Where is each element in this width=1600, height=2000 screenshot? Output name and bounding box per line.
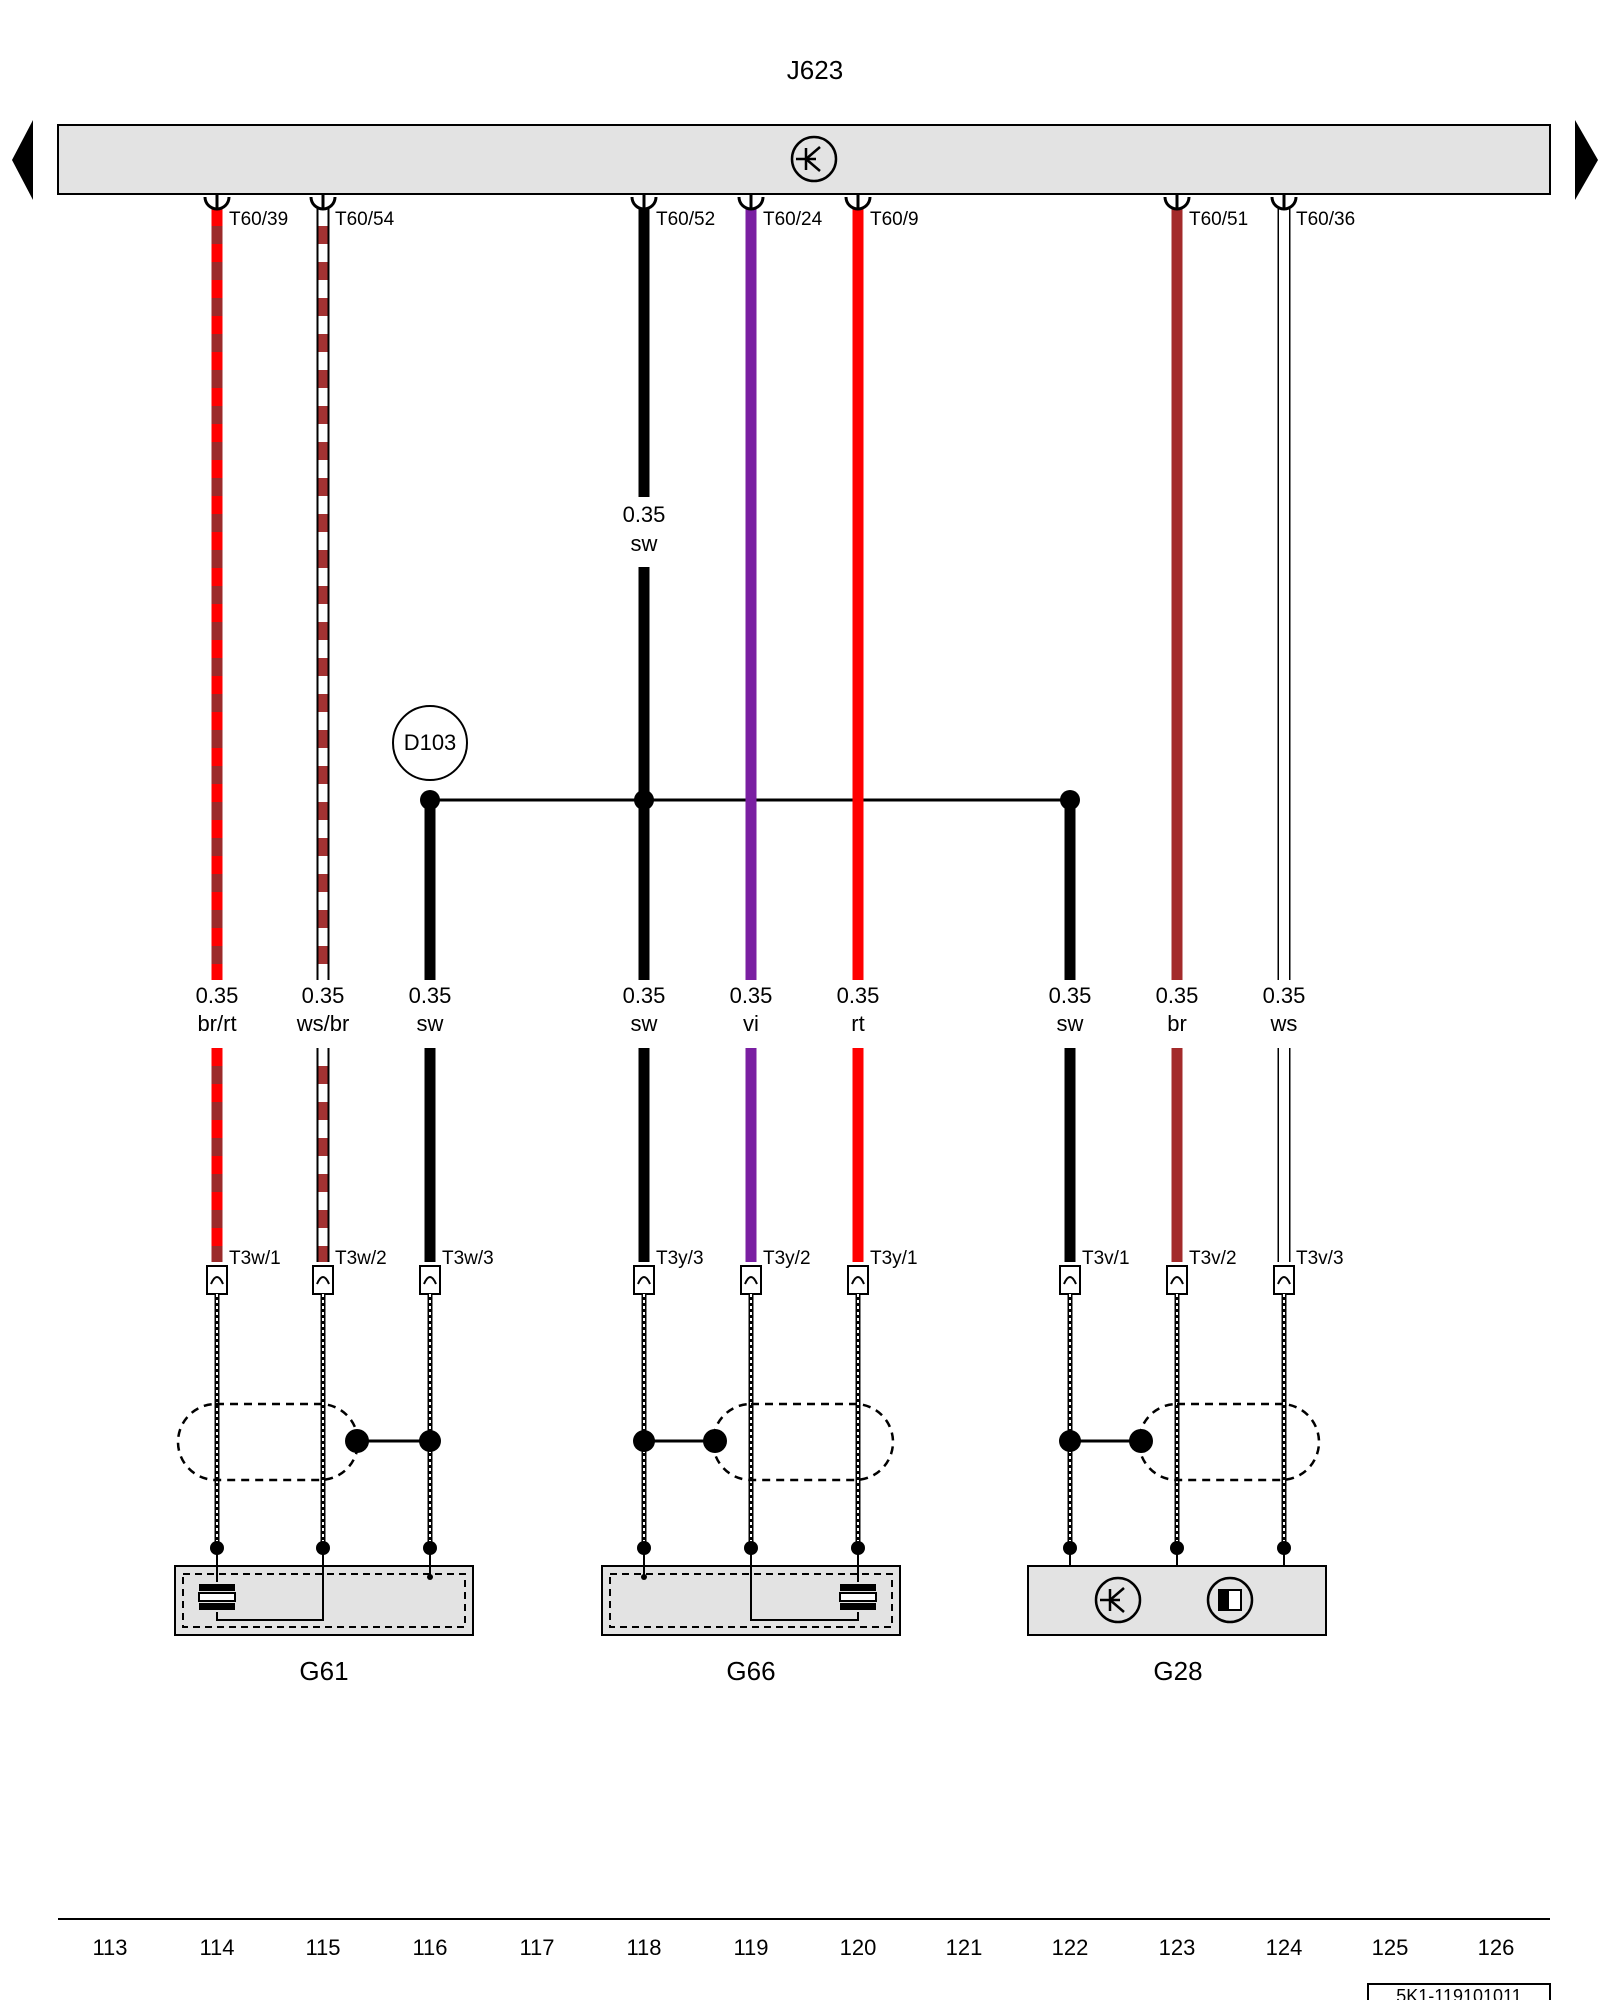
component-label: G66 [726, 1656, 775, 1686]
component-g61 [174, 1548, 474, 1636]
column-number: 116 [412, 1935, 447, 1960]
column-number: 120 [840, 1935, 877, 1960]
connector-pin-label: T3w/3 [442, 1248, 494, 1269]
connector-pin-label: T3v/2 [1189, 1248, 1237, 1269]
hall-sensor-icon [1206, 1576, 1254, 1624]
column-number: 117 [519, 1935, 554, 1960]
ecu-pin-label: T60/39 [229, 209, 288, 230]
wire-column-120: T60/9 0.35 rt T3y/1 [837, 194, 919, 1555]
wire-column-118: T60/52 0.35 sw T3y/3 [623, 194, 715, 1555]
wire-column-124: T60/36 0.35 ws T3v/3 [1263, 194, 1355, 1555]
cable-shield [176, 1402, 441, 1482]
wire-color-label: sw [417, 1011, 444, 1036]
wire-color-label: vi [743, 1011, 759, 1036]
ecu-pin-label: T60/36 [1296, 209, 1355, 230]
connector-pin-label: T3v/3 [1296, 1248, 1344, 1269]
doc-id-box [1367, 1983, 1551, 2000]
connector-pin-label: T3w/2 [335, 1248, 387, 1269]
wire-color-label: br/rt [197, 1011, 236, 1036]
wire-gauge-label: 0.35 [302, 983, 345, 1008]
column-number: 121 [946, 1935, 983, 1960]
connector-pin-label: T3v/1 [1082, 1248, 1130, 1269]
wire-color-label: sw [1057, 1011, 1084, 1036]
wire-gauge-label: 0.35 [837, 983, 880, 1008]
column-number: 118 [626, 1935, 661, 1960]
connector-pin-label: T3w/1 [229, 1248, 281, 1269]
wire-column-122: 0.35 sw T3v/1 [1049, 800, 1130, 1555]
column-number: 114 [199, 1935, 234, 1960]
column-number: 119 [733, 1935, 768, 1960]
component-label: G28 [1153, 1656, 1202, 1686]
wire-gauge-label: 0.35 [623, 983, 666, 1008]
upper-label-gap [608, 497, 680, 567]
upper-gauge-label: 0.35 [623, 502, 666, 527]
wire-column-123: T60/51 0.35 br T3v/2 [1156, 194, 1248, 1555]
wire-gauge-label: 0.35 [409, 983, 452, 1008]
right-nav-arrow-icon[interactable] [1575, 120, 1598, 200]
splice-circle [392, 705, 468, 781]
wire-gauge-label: 0.35 [1263, 983, 1306, 1008]
wire-gauge-label: 0.35 [1156, 983, 1199, 1008]
column-number: 125 [1372, 1935, 1409, 1960]
wire-gauge-label: 0.35 [730, 983, 773, 1008]
control-unit-label: J623 [787, 55, 843, 85]
doc-id-label: 5K1-119101011 [1396, 1986, 1521, 2000]
column-number: 124 [1266, 1935, 1303, 1960]
wire-gauge-label: 0.35 [1049, 983, 1092, 1008]
wire-color-label: ws [1270, 1011, 1298, 1036]
component-g66 [601, 1548, 901, 1636]
control-unit-symbol-icon [790, 135, 838, 183]
wire-column-115: T60/54 0.35 ws/br T3w/2 [296, 194, 395, 1555]
ecu-pin-label: T60/54 [335, 209, 395, 230]
splice-label: D103 [404, 730, 457, 755]
column-number: 123 [1159, 1935, 1196, 1960]
sensor-symbol-icon [1094, 1576, 1142, 1624]
column-number: 126 [1478, 1935, 1515, 1960]
connector-pin-label: T3y/3 [656, 1248, 704, 1269]
wire-color-label: br [1167, 1011, 1187, 1036]
cable-shield [1059, 1402, 1321, 1482]
upper-color-label: sw [631, 531, 658, 556]
wire-color-label: rt [851, 1011, 864, 1036]
cable-shield [633, 1402, 895, 1482]
ecu-pin-label: T60/9 [870, 209, 919, 230]
column-number: 113 [92, 1935, 127, 1960]
wire-color-label: sw [631, 1011, 658, 1036]
ecu-pin-label: T60/24 [763, 209, 823, 230]
component-g28 [1027, 1548, 1327, 1636]
wire-column-114: T60/39 0.35 br/rt T3w/1 [196, 194, 288, 1555]
wire-color-label: ws/br [296, 1011, 350, 1036]
component-label: G61 [299, 1656, 348, 1686]
wire-gauge-label: 0.35 [196, 983, 239, 1008]
connector-pin-label: T3y/2 [763, 1248, 811, 1269]
connector-pin-label: T3y/1 [870, 1248, 918, 1269]
ecu-pin-label: T60/52 [656, 209, 715, 230]
column-number: 122 [1052, 1935, 1089, 1960]
left-nav-arrow-icon[interactable] [12, 120, 33, 200]
wire-column-119: T60/24 0.35 vi T3y/2 [730, 194, 823, 1555]
column-number: 115 [305, 1935, 340, 1960]
wire-column-116: 0.35 sw T3w/3 [409, 800, 494, 1555]
ecu-pin-label: T60/51 [1189, 209, 1248, 230]
